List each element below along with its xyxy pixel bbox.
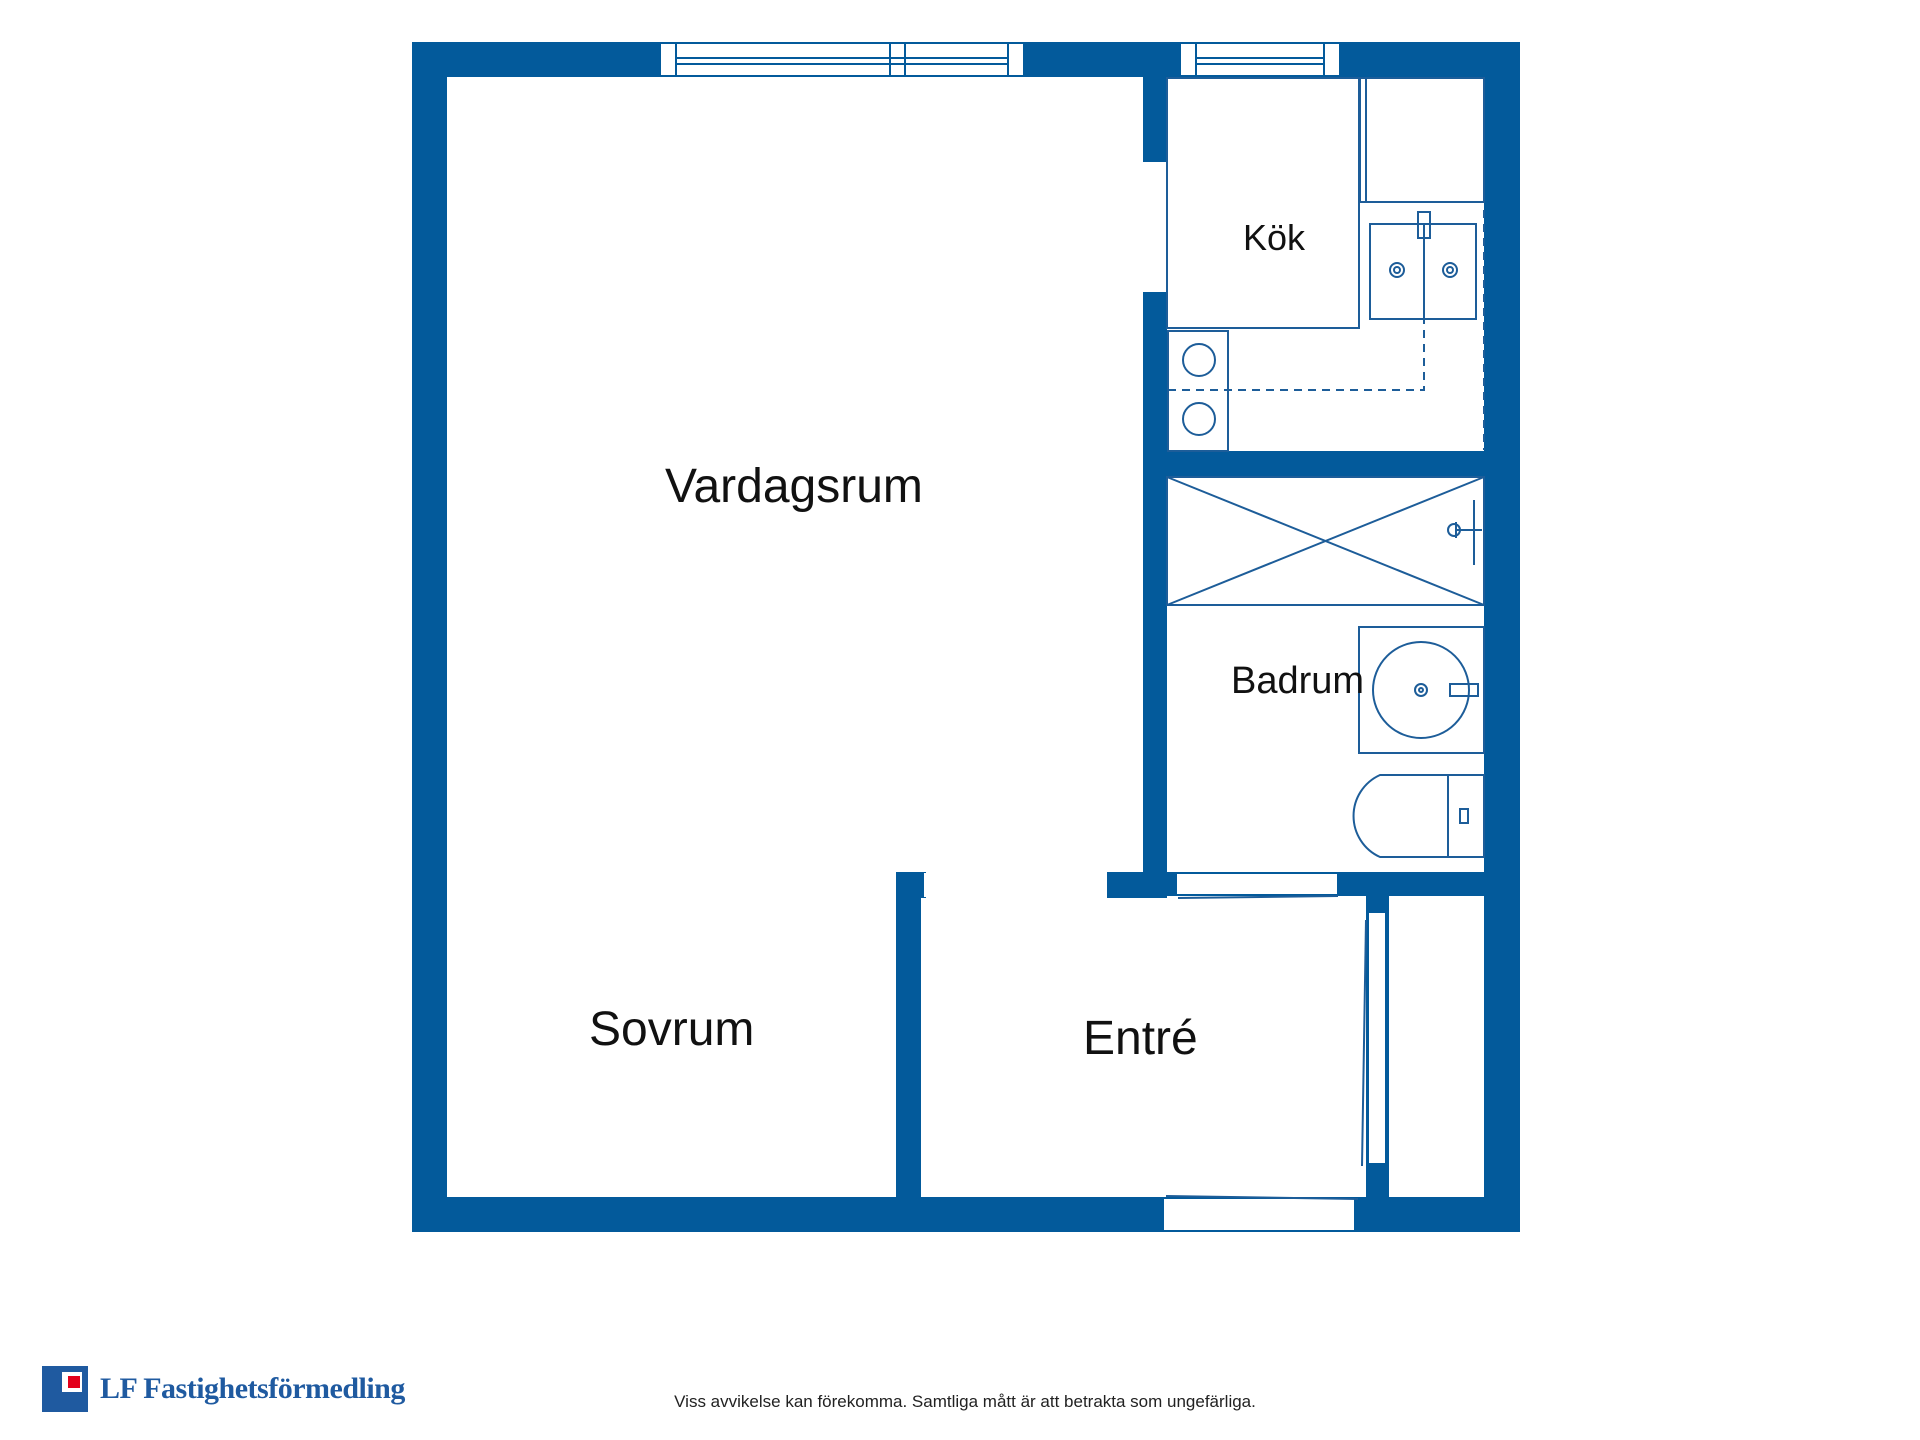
disclaimer-text: Viss avvikelse kan förekomma. Samtliga m… [674, 1392, 1256, 1411]
drain-left [1389, 262, 1405, 278]
wall-living-east-lower [1143, 292, 1167, 896]
room-label-kitchen: Kök [1243, 217, 1306, 258]
wall-living-east-upper [1143, 42, 1167, 162]
room-label-bathroom: Badrum [1231, 660, 1365, 702]
bathroom-fixtures [1166, 476, 1485, 858]
brand-name: LF Fastighetsförmedling [100, 1372, 405, 1405]
window-living [659, 42, 1025, 77]
wall-left [412, 42, 447, 1232]
drain-right [1442, 262, 1458, 278]
shower-mixer [1447, 500, 1482, 565]
door-frames [1165, 895, 1367, 1200]
washbasin [1358, 626, 1485, 754]
counter-upper [1166, 77, 1360, 329]
room-label-entrance: Entré [1083, 1012, 1198, 1065]
wall-kitchen-bath [1143, 451, 1520, 476]
door-entry-bath [1175, 872, 1339, 896]
room-label-living: Vardagsrum [665, 460, 923, 513]
window-mullions [675, 44, 1387, 1165]
wall-right [1484, 42, 1520, 1232]
door-bedroom-entry [924, 873, 1107, 897]
fridge [1359, 77, 1485, 203]
walls [412, 42, 1520, 1232]
brand-logo: LF Fastighetsförmedling [42, 1366, 405, 1412]
burner-2 [1182, 402, 1216, 436]
burner-1 [1182, 343, 1216, 377]
wall-entry-west [896, 872, 921, 1232]
wall-entry-top-mid [1107, 872, 1167, 898]
kitchen-fixtures [1166, 77, 1485, 452]
window-kitchen [1179, 42, 1341, 77]
shower [1166, 476, 1485, 606]
openings [659, 42, 1356, 1232]
room-label-bedroom: Sovrum [589, 1003, 755, 1056]
opening-living-kitchen [1144, 162, 1166, 292]
wall-entry-top-left [896, 872, 926, 898]
door-front [1162, 1197, 1356, 1232]
lf-logo-icon [42, 1366, 88, 1412]
toilet [1352, 774, 1449, 858]
